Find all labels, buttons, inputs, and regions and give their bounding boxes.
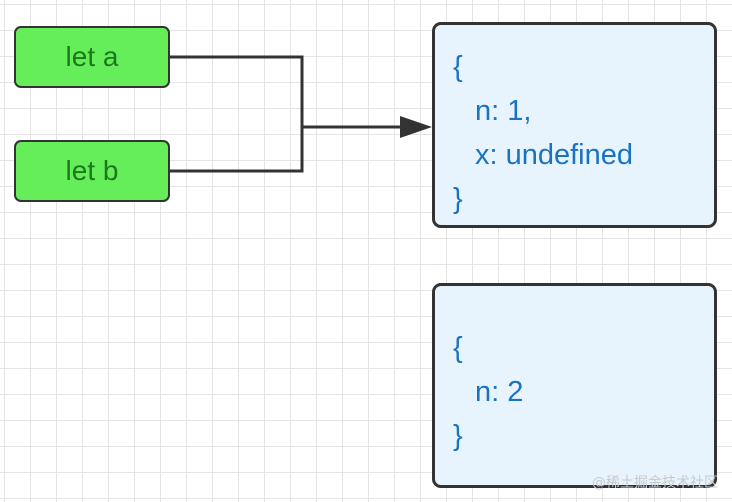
object-1-box: { n: 1, x: undefined } <box>432 22 717 228</box>
object-2-box: { n: 2 } <box>432 283 717 488</box>
variable-b-box: let b <box>14 140 170 202</box>
object-1-close-brace: } <box>453 183 463 215</box>
object-1-prop-x: x: undefined <box>475 139 634 171</box>
variable-b-label: let b <box>65 155 119 186</box>
variable-a-label: let a <box>65 41 119 72</box>
connector-a <box>170 55 304 127</box>
object-1-prop-n: n: 1, <box>475 95 532 127</box>
object-2-close-brace: } <box>453 420 463 452</box>
variable-a-box: let a <box>14 26 170 88</box>
object-2-prop-n: n: 2 <box>475 376 524 408</box>
connector-b <box>170 127 304 173</box>
object-2-open-brace: { <box>453 332 463 364</box>
arrowhead-icon <box>400 116 432 138</box>
object-1-open-brace: { <box>453 51 463 83</box>
watermark: @稀土掘金技术社区 <box>592 475 718 491</box>
